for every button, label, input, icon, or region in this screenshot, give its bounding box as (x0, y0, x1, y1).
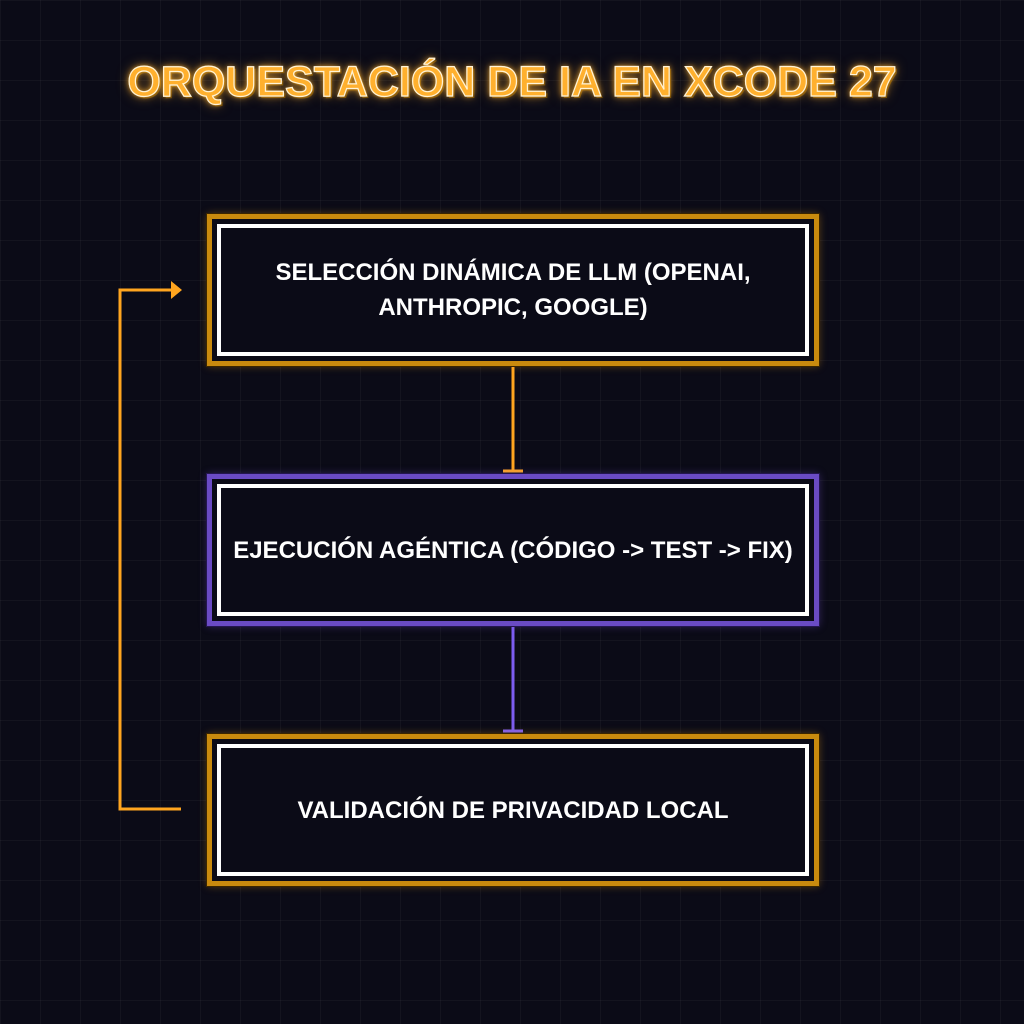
node-privacy-validation-inner-border (217, 744, 809, 876)
node-llm-selection-label: SELECCIÓN DINÁMICA DE LLM (OPENAI, ANTHR… (275, 259, 751, 321)
diagram-title: ORQUESTACIÓN DE IA EN XCODE 27 (127, 57, 898, 106)
node-agentic-execution-label: EJECUCIÓN AGÉNTICA (CÓDIGO -> TEST -> FI… (233, 536, 793, 564)
feedback-loop-connector (118, 288, 181, 811)
node-agentic-execution-inner-border (217, 484, 809, 616)
node-llm-selection-inner-border (217, 224, 809, 356)
node-privacy-validation: VALIDACIÓN DE PRIVACIDAD LOCAL (207, 734, 819, 886)
node-privacy-validation-label: VALIDACIÓN DE PRIVACIDAD LOCAL (297, 796, 729, 824)
node-agentic-execution: EJECUCIÓN AGÉNTICA (CÓDIGO -> TEST -> FI… (207, 474, 819, 626)
node-llm-selection: SELECCIÓN DINÁMICA DE LLM (OPENAI, ANTHR… (207, 214, 819, 366)
feedback-loop-arrowhead (171, 281, 182, 299)
